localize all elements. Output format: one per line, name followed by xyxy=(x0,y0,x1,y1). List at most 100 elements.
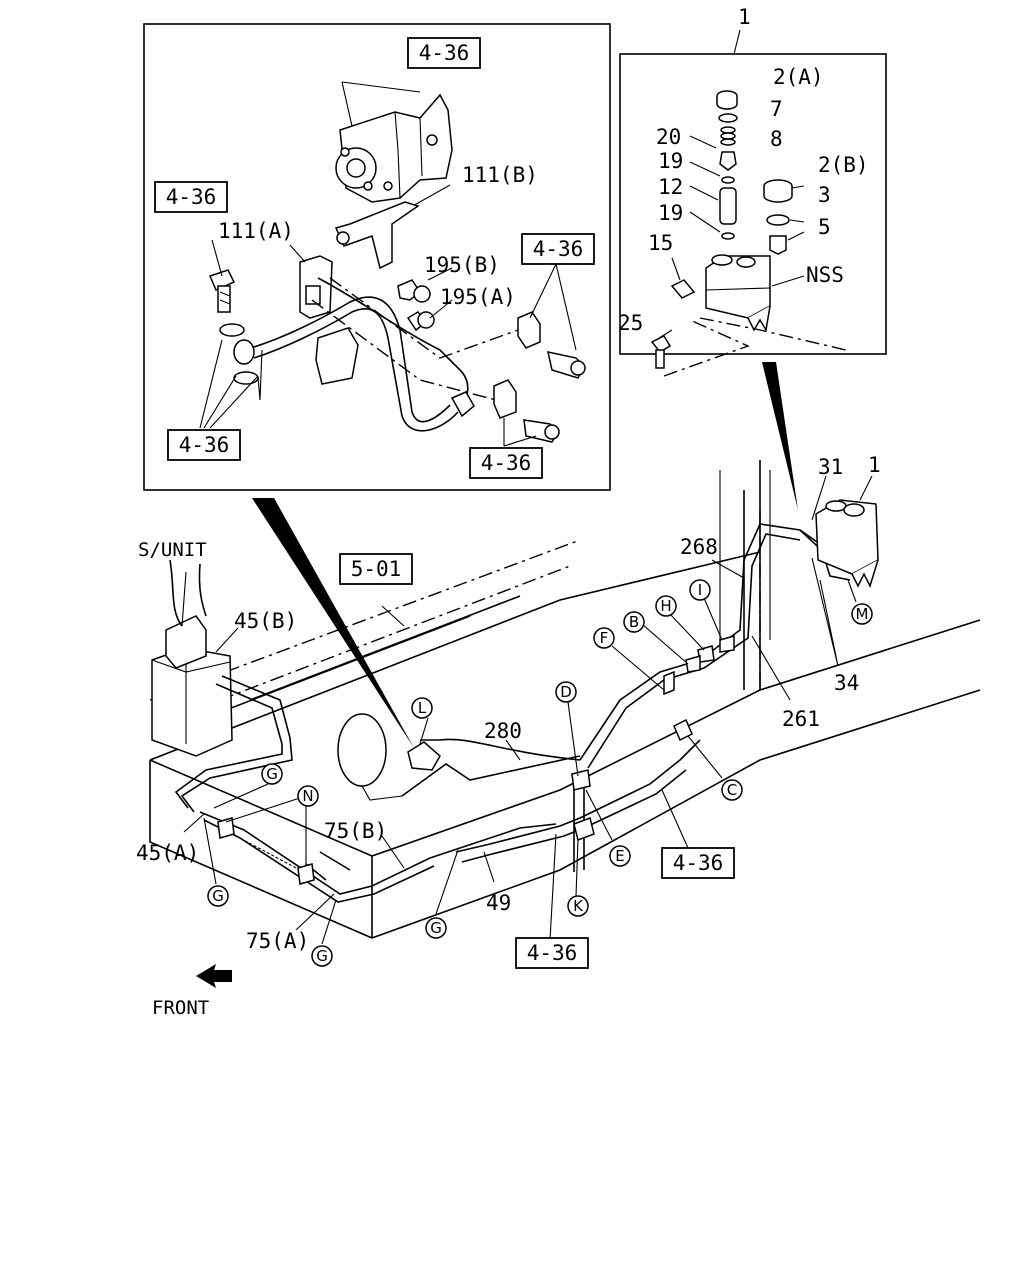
label-5: 5 xyxy=(818,215,831,239)
label-1-main: 1 xyxy=(868,453,881,477)
leader-l xyxy=(419,717,429,745)
leader-49 xyxy=(483,851,495,883)
leader-5-01 xyxy=(381,605,405,627)
fitting-l xyxy=(407,741,441,771)
power-steering-pump xyxy=(335,93,453,203)
svg-text:L: L xyxy=(418,699,427,717)
valve-20 xyxy=(719,151,737,171)
callout-n: N xyxy=(297,785,319,807)
ref-4-36-lower-clamp: 4-36 xyxy=(481,451,532,475)
banjo-bolt xyxy=(208,269,236,313)
callout-h: H xyxy=(655,595,677,617)
leader-4-36-main xyxy=(549,789,689,941)
svg-text:E: E xyxy=(615,847,624,865)
leader-g1 xyxy=(213,783,269,809)
ref-box-4-36-washer xyxy=(167,429,241,461)
leader-111a xyxy=(289,244,306,263)
inset-panel-left xyxy=(143,23,611,491)
leader-280 xyxy=(505,739,521,761)
label-19-upper: 19 xyxy=(658,149,683,173)
svg-text:B: B xyxy=(629,613,639,631)
svg-text:H: H xyxy=(660,597,671,615)
label-31: 31 xyxy=(818,455,843,479)
leaders-195 xyxy=(427,267,453,319)
callout-g-4: G xyxy=(311,945,333,967)
callout-l: L xyxy=(411,697,433,719)
leader-h xyxy=(669,613,705,651)
leader-31-1 xyxy=(811,475,873,521)
dashline-right-inset xyxy=(663,317,847,377)
label-268: 268 xyxy=(680,535,718,559)
label-2a: 2(A) xyxy=(773,65,824,89)
callout-g-3: G xyxy=(425,917,447,939)
label-75b: 75(B) xyxy=(324,819,387,843)
spring-8 xyxy=(720,126,736,146)
callout-b: B xyxy=(623,611,645,633)
leader-i xyxy=(703,597,723,641)
leader-b xyxy=(641,623,689,665)
leader-268 xyxy=(711,559,745,579)
bolt-25 xyxy=(650,335,672,369)
leader-clamp-upper xyxy=(529,263,577,351)
leader-m xyxy=(847,579,857,603)
callout-g-2: G xyxy=(207,885,229,907)
hose-75 xyxy=(199,811,557,895)
label-111b: 111(B) xyxy=(462,163,538,187)
ref-4-36-clamp: 4-36 xyxy=(533,237,584,261)
leaders-right-inset xyxy=(655,135,805,341)
ref-4-36-pump: 4-36 xyxy=(419,41,470,65)
clamp-f xyxy=(663,670,675,696)
leader-n xyxy=(225,795,307,866)
fitting-111b xyxy=(336,231,350,245)
hose-end-inset xyxy=(450,391,475,418)
ref-4-36-bottom: 4-36 xyxy=(527,941,578,965)
label-3: 3 xyxy=(818,183,831,207)
hose-75-guard xyxy=(235,835,301,871)
ref-box-4-36-hose xyxy=(661,847,735,879)
ref-4-36-hose: 4-36 xyxy=(673,851,724,875)
leaders-4-36-bottom xyxy=(199,339,259,429)
clamp-c xyxy=(673,718,693,742)
label-280: 280 xyxy=(484,719,522,743)
callout-g-1: G xyxy=(261,763,283,785)
leader-75b xyxy=(381,835,405,869)
reservoir-tank xyxy=(705,254,771,333)
leader-45a xyxy=(183,813,205,833)
svg-text:D: D xyxy=(560,683,572,701)
label-34: 34 xyxy=(834,671,859,695)
seal-19-lower xyxy=(721,232,735,240)
clamp-lower xyxy=(493,379,560,443)
reservoir-cap-2b xyxy=(763,179,793,203)
ref-5-01: 5-01 xyxy=(351,557,402,581)
label-12: 12 xyxy=(658,175,683,199)
callout-f: F xyxy=(593,627,615,649)
clamp-n-a xyxy=(217,817,235,839)
o-ring-7 xyxy=(718,113,738,123)
svg-text:I: I xyxy=(698,581,702,599)
leader-f xyxy=(611,645,665,691)
label-7: 7 xyxy=(770,97,783,121)
leader-banjo xyxy=(211,239,223,277)
chassis-frame xyxy=(149,460,981,939)
ref-box-4-36-banjo xyxy=(154,181,228,213)
washer-lower xyxy=(233,371,259,385)
bolt-195b xyxy=(397,279,431,303)
steering-unit xyxy=(151,559,233,757)
clamp-i xyxy=(719,635,735,653)
inset-panel-right xyxy=(619,53,887,355)
clamp-upper xyxy=(517,311,586,379)
front-arrow-icon xyxy=(196,964,232,988)
callout-c: C xyxy=(721,779,743,801)
filter-5 xyxy=(769,235,787,255)
pipe-280 xyxy=(420,738,581,761)
tank-bracket-inset xyxy=(315,327,359,385)
label-1-top: 1 xyxy=(738,5,751,29)
callout-d: D xyxy=(555,681,577,703)
label-49: 49 xyxy=(486,891,511,915)
svg-text:G: G xyxy=(316,947,328,965)
leader-g3 xyxy=(435,849,459,915)
label-45b: 45(B) xyxy=(234,609,297,633)
ref-box-5-01 xyxy=(339,553,413,585)
